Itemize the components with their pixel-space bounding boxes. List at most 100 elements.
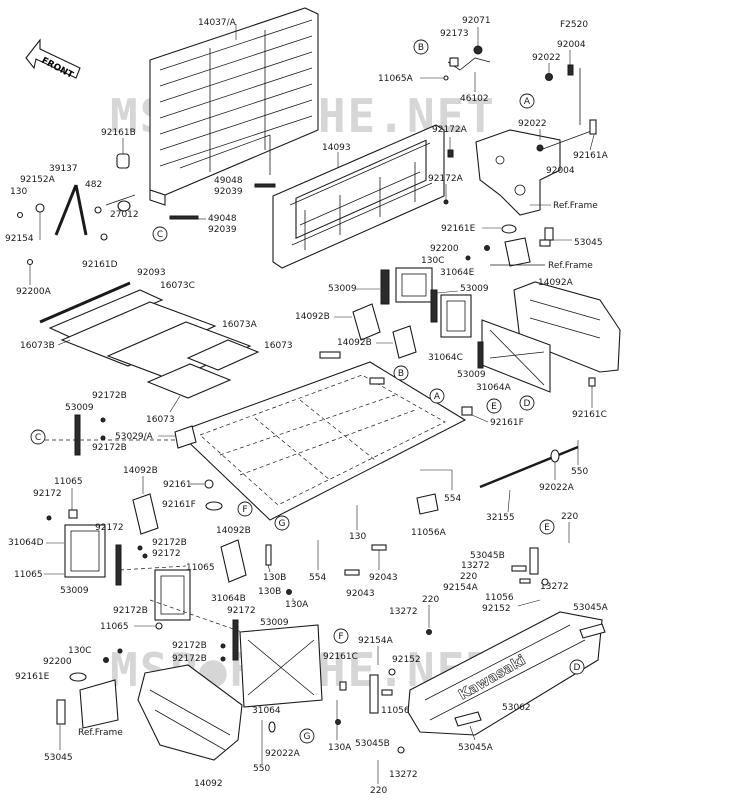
part-label-31064: 31064 bbox=[252, 706, 281, 716]
part-label-53009a: 53009 bbox=[328, 284, 357, 294]
part-label-53009c: 53009 bbox=[457, 370, 486, 380]
part-label-550a: 550 bbox=[571, 467, 588, 477]
part-label-ref-frame-1: Ref.Frame bbox=[553, 201, 598, 211]
part-label-130Cb: 130C bbox=[68, 646, 91, 656]
part-label-92071: 92071 bbox=[462, 16, 491, 26]
part-label-92161F: 92161F bbox=[490, 418, 524, 428]
part-label-11056b: 11056 bbox=[381, 706, 410, 716]
part-label-92161Eb: 92161E bbox=[15, 672, 50, 682]
part-label-550b: 550 bbox=[253, 764, 270, 774]
part-label-92172Aa: 92172A bbox=[432, 125, 468, 135]
part-label-92043a: 92043 bbox=[369, 573, 398, 583]
part-label-92022A: 92022A bbox=[539, 483, 575, 493]
part-label-130B: 130B bbox=[263, 573, 286, 583]
callout-A-2-label: A bbox=[434, 392, 441, 402]
front-arrow-icon: FRONT bbox=[25, 38, 81, 81]
corner-cover-14092B-2 bbox=[392, 325, 417, 359]
part-label-53045b: 53045 bbox=[44, 753, 73, 763]
part-label-482: 482 bbox=[85, 180, 102, 190]
part-label-92154Ab: 92154A bbox=[443, 583, 479, 593]
part-label-49048b: 49048 bbox=[208, 214, 237, 224]
callout-E-1 bbox=[486, 398, 502, 414]
part-label-92152: 92152 bbox=[482, 604, 511, 614]
part-label-92200b: 92200 bbox=[43, 657, 72, 667]
part-label-11065b: 11065 bbox=[14, 570, 43, 580]
latch-53045-part bbox=[539, 227, 554, 247]
part-label-92172Ba: 92172B bbox=[92, 391, 127, 401]
part-label-130Bb: 130B bbox=[258, 587, 281, 597]
part-label-92004b: 92004 bbox=[546, 166, 575, 176]
part-label-14092A: 14092A bbox=[538, 278, 574, 288]
callout-D-2 bbox=[569, 659, 585, 675]
callout-C-1 bbox=[152, 226, 168, 242]
callout-F-1-label: F bbox=[242, 505, 247, 515]
callout-B-1 bbox=[413, 39, 429, 55]
part-label-27012: 27012 bbox=[110, 210, 139, 220]
part-label-14092: 14092 bbox=[194, 779, 223, 789]
part-label-92172d: 92172 bbox=[227, 606, 256, 616]
side-cover-14092-part bbox=[137, 664, 243, 761]
part-label-14092Bd: 14092B bbox=[216, 526, 251, 536]
part-label-92152A: 92152A bbox=[20, 175, 56, 185]
bed-mat-parts bbox=[39, 281, 260, 399]
part-label-130a: 130 bbox=[10, 187, 27, 197]
part-label-16073A: 16073A bbox=[222, 320, 258, 330]
callout-G-1-label: G bbox=[279, 519, 286, 529]
part-label-92200A: 92200A bbox=[16, 287, 52, 297]
callout-B-2 bbox=[393, 365, 409, 381]
part-label-13272d: 13272 bbox=[389, 770, 418, 780]
callout-E-2 bbox=[539, 519, 555, 535]
corner-cover-14092B-4 bbox=[220, 539, 247, 583]
part-label-92173: 92173 bbox=[440, 29, 469, 39]
callout-D-1 bbox=[519, 395, 535, 411]
bracket-31064D-part bbox=[64, 524, 106, 578]
part-label-92043b: 92043 bbox=[346, 589, 375, 599]
cargo-bed-part bbox=[174, 351, 467, 521]
callout-A-1-label: A bbox=[524, 97, 531, 107]
part-label-11065c: 11065 bbox=[186, 563, 215, 573]
part-label-39137: 39137 bbox=[49, 164, 78, 174]
part-label-92161D: 92161D bbox=[82, 260, 118, 270]
part-label-92161B: 92161B bbox=[101, 128, 136, 138]
part-label-220a: 220 bbox=[561, 512, 578, 522]
callout-A-1 bbox=[519, 93, 535, 109]
part-label-92004a: 92004 bbox=[557, 40, 586, 50]
part-label-92154: 92154 bbox=[5, 234, 34, 244]
part-label-14093: 14093 bbox=[322, 143, 351, 153]
part-label-92172b: 92172 bbox=[95, 523, 124, 533]
part-label-130Ab: 130A bbox=[328, 743, 352, 753]
callout-C-1-label: C bbox=[157, 230, 163, 240]
part-label-92172Bc: 92172B bbox=[152, 538, 187, 548]
part-label-92039b: 92039 bbox=[208, 225, 237, 235]
part-label-11065A: 11065A bbox=[378, 74, 414, 84]
part-label-53009e: 53009 bbox=[60, 586, 89, 596]
part-label-130A: 130A bbox=[285, 600, 309, 610]
bracket-31064-part bbox=[239, 624, 323, 708]
callout-G-1 bbox=[274, 515, 290, 531]
latch-53045A-part bbox=[579, 623, 606, 639]
part-label-92093: 92093 bbox=[137, 268, 166, 278]
bushing-92161B bbox=[116, 153, 130, 169]
part-label-32155: 32155 bbox=[486, 513, 515, 523]
part-label-53029A: 53029/A bbox=[115, 432, 154, 442]
part-label-31064B: 31064B bbox=[211, 594, 246, 604]
bracket-31064B-part bbox=[154, 569, 191, 621]
part-label-14092Bb: 14092B bbox=[337, 338, 372, 348]
callout-D-2-label: D bbox=[574, 663, 581, 673]
part-label-53045Ab: 53045A bbox=[458, 743, 494, 753]
part-label-16073B: 16073B bbox=[20, 341, 55, 351]
part-label-92022b: 92022 bbox=[518, 119, 547, 129]
part-label-130b: 130 bbox=[349, 532, 366, 542]
part-label-53045a: 53045 bbox=[574, 238, 603, 248]
part-label-49048a: 49048 bbox=[214, 176, 243, 186]
part-label-220d: 220 bbox=[370, 786, 387, 796]
part-label-46102: 46102 bbox=[460, 94, 489, 104]
part-label-92172c: 92172 bbox=[152, 549, 181, 559]
part-label-220c: 220 bbox=[422, 595, 439, 605]
part-label-53045A: 53045A bbox=[573, 603, 609, 613]
part-label-13272a: 13272 bbox=[461, 561, 490, 571]
part-label-92161A: 92161A bbox=[573, 151, 609, 161]
callout-E-2-label: E bbox=[544, 523, 550, 533]
callout-F-1 bbox=[237, 501, 253, 517]
